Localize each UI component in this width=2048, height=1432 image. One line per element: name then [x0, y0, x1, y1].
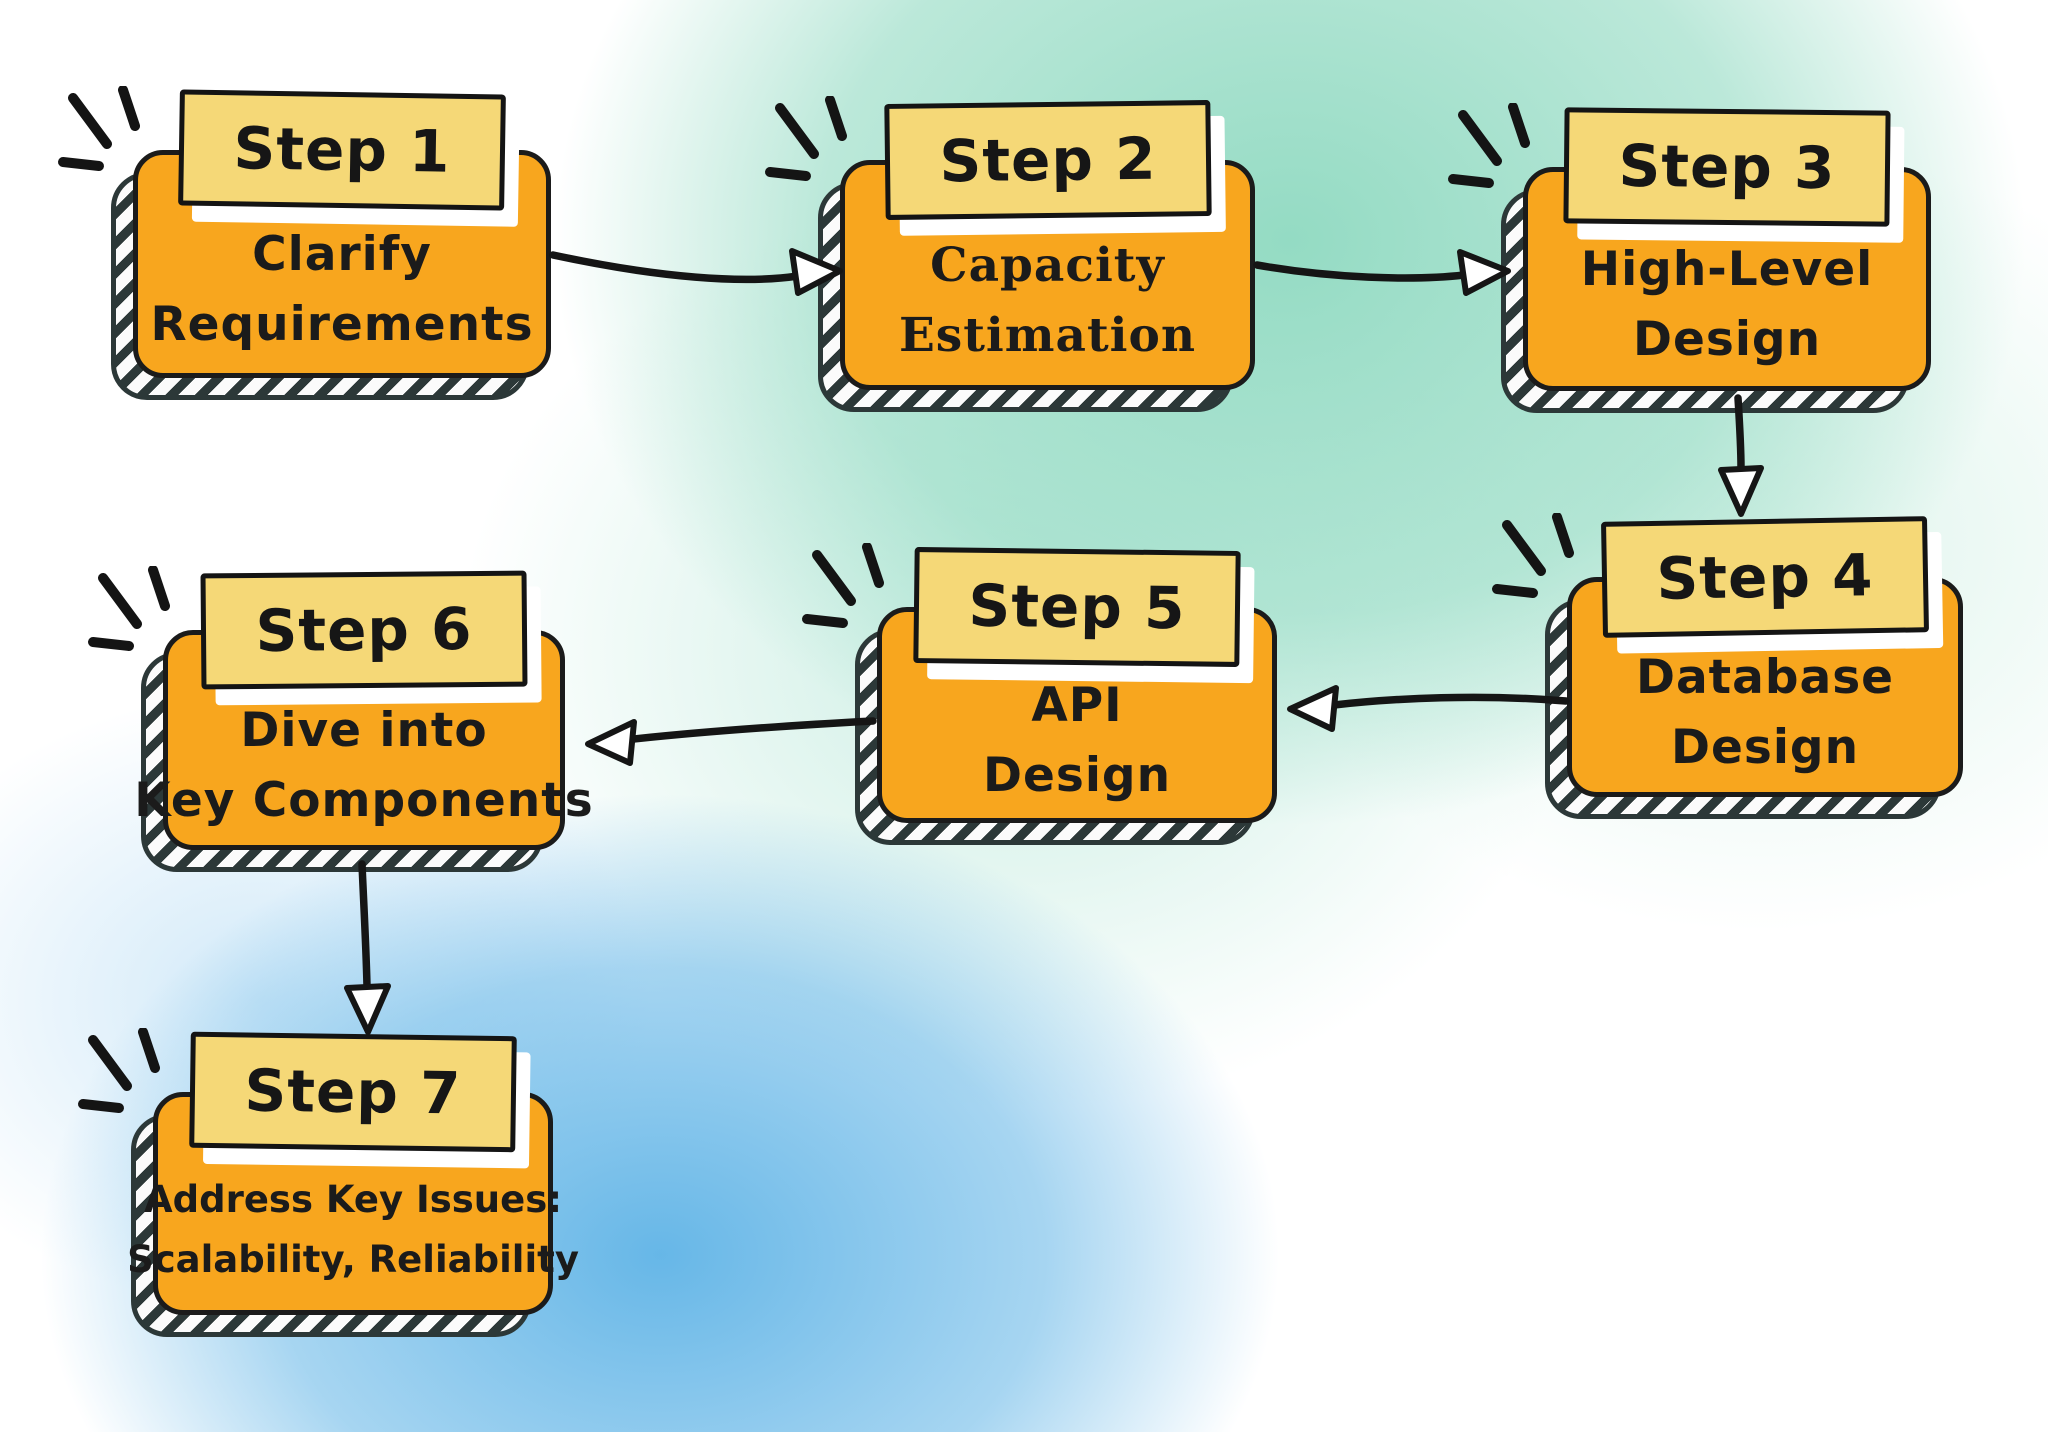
sparkle-icon	[802, 543, 884, 628]
step-badge-7: Step 7	[189, 1031, 517, 1153]
step-line: Database	[1635, 649, 1895, 705]
step-badge-4: Step 4	[1601, 516, 1929, 638]
sparkle-icon	[58, 86, 140, 171]
sparkle-icon	[1448, 103, 1530, 188]
step-line: High-Level	[1580, 241, 1874, 297]
sparkle-icon	[78, 1028, 160, 1113]
step-node-4: Database Design Step 4	[1492, 513, 1963, 819]
step-badge-2: Step 2	[883, 100, 1212, 220]
step-line: Design	[982, 748, 1172, 803]
arrow-step1-step2	[549, 248, 843, 296]
step-line: Design	[1670, 720, 1860, 775]
step-line: Requirements	[150, 297, 534, 352]
step-node-5: API Design Step 5	[802, 543, 1277, 845]
step-line: Capacity	[930, 237, 1165, 293]
sparkle-icon	[765, 96, 847, 181]
arrow-step4-step5	[1287, 685, 1570, 732]
arrow-step2-step3	[1253, 249, 1511, 296]
sparkle-icon	[1492, 513, 1574, 598]
step-badge-3: Step 3	[1563, 107, 1891, 227]
step-line: Address Key Issues:	[143, 1178, 563, 1222]
step-line: Clarify	[252, 226, 432, 282]
step-line: Estimation	[898, 308, 1197, 363]
step-node-3: High-Level Design Step 3	[1448, 103, 1931, 413]
step-line: Design	[1632, 312, 1822, 367]
step-badge-5: Step 5	[913, 547, 1241, 667]
arrow-step3-step4	[1718, 394, 1764, 517]
step-node-7: Address Key Issues: Scalability, Reliabi…	[78, 1028, 579, 1337]
arrow-step6-step7	[344, 860, 391, 1035]
step-line: Scalability, Reliability	[127, 1237, 579, 1281]
step-line: Dive into	[240, 702, 488, 758]
step-line: API	[1031, 677, 1123, 733]
step-line: Key Components	[134, 773, 594, 828]
step-badge-6: Step 6	[200, 570, 528, 690]
step-badge-1: Step 1	[178, 89, 506, 211]
step-node-6: Dive into Key Components Step 6	[88, 566, 593, 872]
step-node-2: Capacity Estimation Step 2	[765, 96, 1255, 412]
arrow-step5-step6	[585, 717, 877, 766]
sparkle-icon	[88, 566, 170, 651]
step-node-1: Clarify Requirements Step 1	[58, 86, 551, 400]
